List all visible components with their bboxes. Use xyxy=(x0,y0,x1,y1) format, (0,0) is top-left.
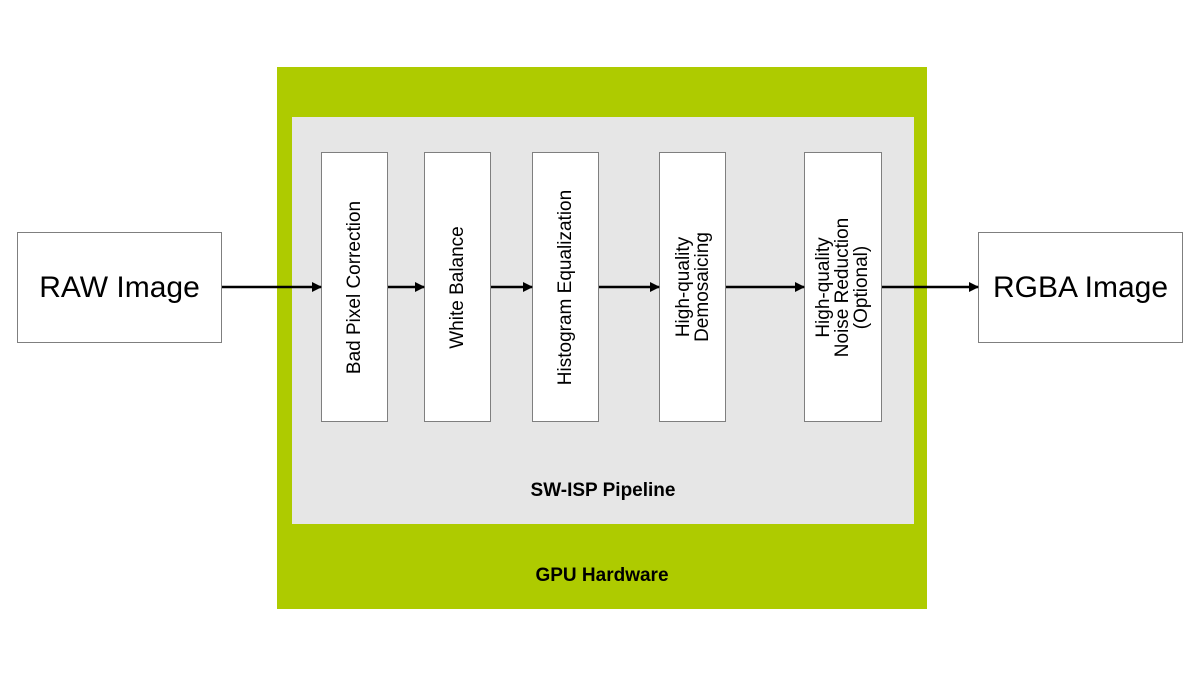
stage-histogram-equalization: Histogram Equalization xyxy=(532,152,599,422)
stage-bad-pixel-correction: Bad Pixel Correction xyxy=(321,152,388,422)
stage-label: High-quality Demosaicing xyxy=(672,232,713,342)
raw-image-label: RAW Image xyxy=(39,270,200,304)
pipeline-label: SW-ISP Pipeline xyxy=(530,480,676,501)
rgba-image-label: RGBA Image xyxy=(992,270,1169,304)
stage-demosaicing: High-quality Demosaicing xyxy=(659,152,726,422)
stage-noise-reduction: High-quality Noise Reduction (Optional) xyxy=(804,152,882,422)
stage-label: Histogram Equalization xyxy=(555,189,576,385)
gpu-label: GPU Hardware xyxy=(535,565,669,586)
raw-image-box: RAW Image xyxy=(17,232,222,343)
stage-white-balance: White Balance xyxy=(424,152,491,422)
stage-label: Bad Pixel Correction xyxy=(344,200,366,374)
rgba-image-box: RGBA Image xyxy=(978,232,1183,343)
stage-label: White Balance xyxy=(447,225,469,349)
stage-label: High-quality Noise Reduction (Optional) xyxy=(813,217,873,357)
